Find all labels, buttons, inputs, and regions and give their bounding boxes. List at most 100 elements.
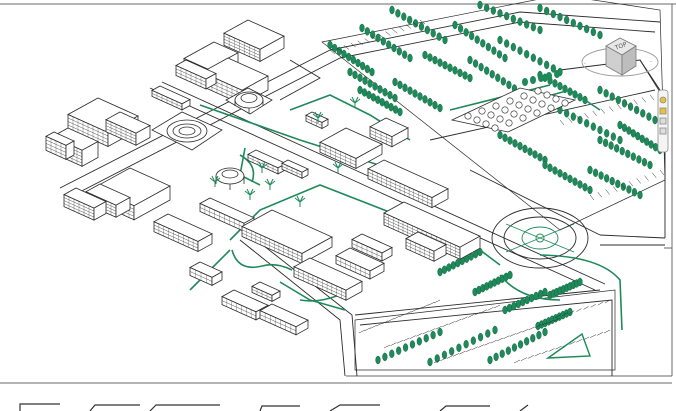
tree-symbol bbox=[407, 53, 413, 63]
parking-stall-line bbox=[387, 318, 394, 322]
tree-symbol bbox=[510, 14, 516, 24]
tree-symbol bbox=[401, 12, 407, 21]
tree-row-north-1 bbox=[389, 5, 448, 45]
tree-symbol bbox=[582, 183, 588, 192]
tree-symbol bbox=[377, 85, 383, 94]
tree-symbol bbox=[630, 129, 636, 138]
parking-stall-line bbox=[478, 344, 485, 348]
tree-symbol bbox=[587, 165, 593, 175]
tree-symbol bbox=[648, 140, 654, 149]
stadium bbox=[151, 111, 223, 151]
tree-symbol bbox=[630, 152, 636, 161]
tree-symbol bbox=[382, 352, 388, 362]
central-wing bbox=[247, 149, 287, 175]
parking-stall-line bbox=[617, 103, 622, 110]
tree-symbol bbox=[631, 188, 638, 197]
parking-stall-line bbox=[381, 320, 389, 324]
palm-tree bbox=[312, 111, 324, 123]
tree-symbol bbox=[382, 88, 388, 97]
tree-symbol bbox=[423, 334, 429, 343]
tree-symbol bbox=[484, 66, 490, 75]
tree-row-north-14 bbox=[597, 85, 658, 125]
tree-symbol bbox=[517, 17, 523, 26]
tree-row-north-11 bbox=[537, 3, 603, 40]
tree-symbol bbox=[442, 61, 448, 70]
parking-stall-line bbox=[405, 311, 412, 315]
tree-symbol bbox=[372, 82, 378, 91]
tree-symbol bbox=[361, 88, 368, 97]
tree-row-north-13 bbox=[557, 105, 623, 145]
parking-stall-line bbox=[419, 19, 426, 25]
tree-symbol bbox=[517, 141, 523, 151]
tree-symbol bbox=[619, 146, 625, 156]
tree-row-north-7 bbox=[392, 77, 443, 113]
parking-stall-line bbox=[452, 353, 460, 357]
tree-symbol bbox=[610, 132, 616, 141]
tree-symbol bbox=[490, 6, 496, 15]
parking-stall-line bbox=[410, 309, 418, 313]
tree-symbol bbox=[449, 347, 455, 356]
plaza-tree bbox=[487, 111, 495, 119]
tree-symbol bbox=[389, 349, 395, 358]
tree-symbol bbox=[641, 158, 648, 167]
navigation-bar[interactable] bbox=[657, 89, 669, 153]
tree-symbol bbox=[389, 5, 395, 15]
academic-center-a bbox=[319, 127, 383, 170]
tree-symbol bbox=[491, 46, 497, 55]
tree-symbol bbox=[615, 95, 621, 105]
tree-symbol bbox=[603, 89, 609, 98]
gate-building bbox=[151, 85, 191, 111]
tree-symbol bbox=[537, 289, 544, 299]
parking-stall-line bbox=[513, 359, 521, 364]
tree-rows-south-parking bbox=[375, 247, 583, 367]
tree-symbol bbox=[536, 330, 542, 340]
tree-symbol bbox=[427, 53, 433, 62]
parking-stall-line bbox=[592, 110, 597, 117]
tree-symbol bbox=[604, 174, 610, 183]
view-cube-face-label: TOP bbox=[613, 41, 628, 52]
tree-symbol bbox=[627, 102, 634, 111]
tree-symbol bbox=[352, 70, 358, 80]
parking-stall-line bbox=[435, 325, 442, 330]
pavilion-c bbox=[259, 303, 309, 336]
parking-stall-line bbox=[471, 346, 479, 350]
dorm-southwest-c bbox=[63, 187, 107, 221]
tree-symbol bbox=[387, 90, 393, 100]
parking-stall-line bbox=[633, 99, 638, 105]
parking-stall-line bbox=[393, 315, 400, 320]
tree-symbol bbox=[496, 50, 503, 59]
parking-stall-line bbox=[493, 304, 501, 309]
tree-symbol bbox=[524, 337, 530, 346]
parking-stall-line bbox=[576, 115, 581, 121]
plaza-tree bbox=[552, 95, 560, 103]
plaza-tree bbox=[529, 96, 537, 104]
tree-symbol bbox=[430, 29, 436, 38]
plaza-tree bbox=[515, 101, 523, 109]
parking-stall-line bbox=[455, 318, 462, 323]
tree-symbol bbox=[452, 66, 458, 75]
tree-row-north-10 bbox=[497, 35, 563, 77]
tree-symbol bbox=[422, 95, 428, 104]
tree-symbol bbox=[547, 163, 553, 172]
parking-stall-line bbox=[487, 307, 494, 311]
tree-symbol bbox=[395, 9, 401, 18]
tree-symbol bbox=[432, 55, 438, 65]
tree-symbol bbox=[614, 144, 620, 153]
view-cube[interactable]: TOP · · bbox=[581, 37, 659, 77]
palm-tree bbox=[349, 96, 361, 108]
parking-stall-line bbox=[569, 341, 576, 345]
tree-symbol bbox=[362, 76, 368, 85]
parking-stall-line bbox=[597, 301, 603, 306]
tree-rows-north-parking bbox=[327, 0, 663, 200]
parking-stall-line bbox=[465, 348, 472, 353]
tree-symbol bbox=[636, 155, 642, 164]
tree-symbol bbox=[457, 68, 463, 78]
tree-symbol bbox=[412, 89, 418, 98]
tree-row-north-5 bbox=[327, 40, 375, 77]
tree-symbol bbox=[584, 24, 590, 34]
tree-symbol bbox=[487, 355, 493, 365]
tree-row-south-5 bbox=[487, 327, 548, 365]
tree-symbol bbox=[397, 107, 403, 117]
tree-symbol bbox=[530, 23, 536, 32]
